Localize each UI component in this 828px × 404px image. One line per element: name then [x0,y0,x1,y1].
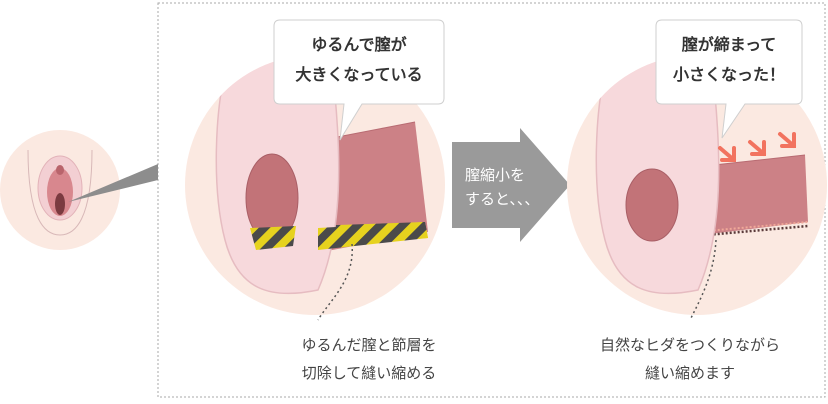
before-leader-line [317,243,353,321]
arrow-text-line2: すると、、、 [465,190,539,208]
after-bubble-line2: 小さくなった！ [673,65,785,84]
after-suture-line [649,224,809,242]
after-speech-bubble: 膣が締まって 小さくなった！ [655,19,803,139]
before-caption-line1: ゆるんだ膣と節層を [301,336,436,354]
before-bubble-line2: 大きくなっている [295,65,422,84]
before-bubble-line1: ゆるんで膣が [311,35,406,54]
after-opening [625,168,679,242]
process-arrow: 膣縮小を すると、、、 [452,128,570,242]
after-caption-line1: 自然なヒダをつくりながら [600,336,780,354]
compress-arrows [718,132,796,162]
before-caption-line2: 切除して縫い縮める [302,364,437,382]
arrow-text-line1: 膣縮小を [465,166,525,184]
before-illustration [185,55,445,321]
before-speech-bubble: ゆるんで膣が 大きくなっている [273,19,445,141]
anatomy-thumbnail [0,130,120,250]
after-bubble-line1: 膣が締まって [682,35,777,54]
after-caption-line2: 縫い縮めます [645,364,735,382]
after-illustration [567,55,827,321]
zoom-wedge [68,164,158,202]
after-leader-line [689,239,717,321]
